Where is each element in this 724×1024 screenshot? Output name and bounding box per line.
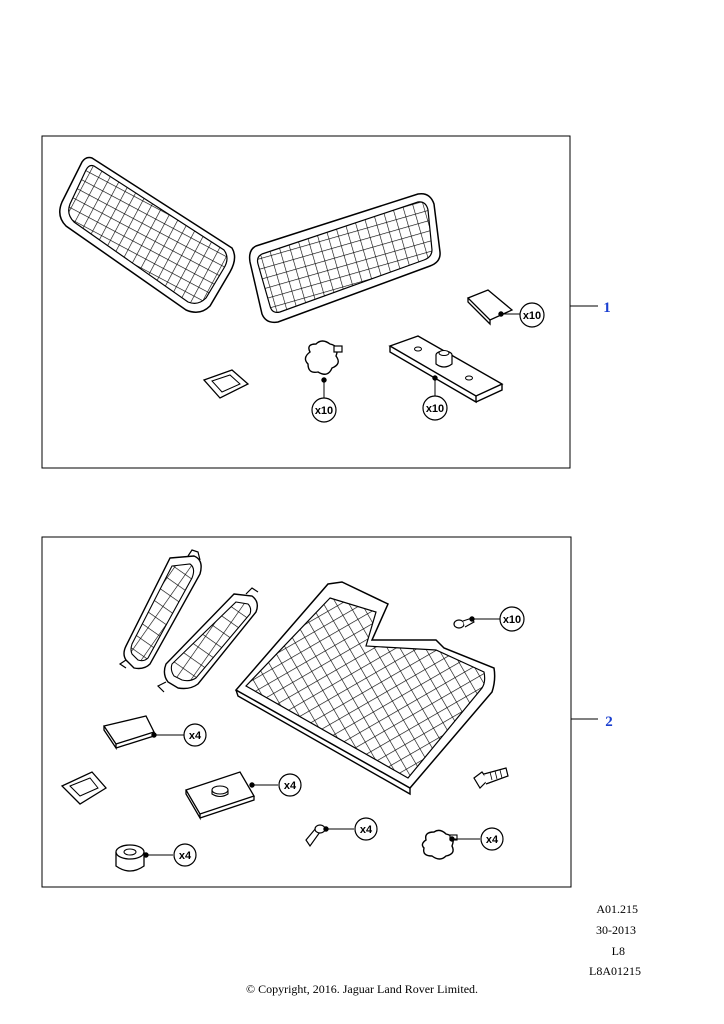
grille-right [248, 192, 441, 324]
svg-text:x4: x4 [360, 824, 373, 836]
screw-small [453, 617, 475, 629]
pad-part [466, 289, 514, 326]
small-grille-left [118, 549, 202, 670]
grille-left [59, 156, 236, 313]
footer-model: L8 [611, 944, 625, 958]
callout-p2-plate: x4 [278, 773, 302, 797]
spacer-part [115, 844, 145, 872]
plate-with-boss [185, 771, 255, 821]
callout-p2-spacer: x4 [173, 843, 197, 867]
gasket-part-2 [60, 771, 107, 805]
leader-lines [321, 305, 598, 398]
ref-link-2[interactable]: 2 [605, 714, 613, 730]
callout-p1-knob: x10 [311, 397, 337, 423]
svg-text:x10: x10 [315, 405, 333, 417]
footer-code: A01.215 [596, 902, 638, 916]
callout-p1-bracket: x10 [422, 395, 448, 421]
panel-2: x10 x4 x4 x4 x4 x4 2 [41, 536, 613, 888]
svg-text:x4: x4 [179, 850, 192, 862]
callout-p2-knob: x4 [480, 827, 504, 851]
large-mat-grille [234, 581, 496, 796]
knob-part-2 [421, 829, 458, 860]
ref-link-1[interactable]: 1 [603, 300, 611, 316]
screw-washer-part [305, 824, 326, 848]
callout-p2-screw: x10 [499, 606, 525, 632]
bolt-part [473, 767, 509, 789]
callout-p1-pad: x10 [519, 302, 545, 328]
small-grille-right [156, 587, 259, 693]
footer-illustration-code: L8A01215 [589, 964, 641, 978]
svg-text:x4: x4 [284, 780, 297, 792]
pad-part-2 [102, 715, 155, 751]
callout-p2-pad: x4 [183, 723, 207, 747]
svg-text:x4: x4 [189, 730, 202, 742]
panel-1: x10 x10 x10 1 [41, 135, 611, 469]
copyright-notice: © Copyright, 2016. Jaguar Land Rover Lim… [245, 982, 479, 996]
svg-text:x4: x4 [486, 834, 499, 846]
gasket-part [202, 369, 250, 399]
footer-date: 30-2013 [596, 923, 636, 937]
svg-text:x10: x10 [426, 403, 444, 415]
svg-text:x10: x10 [503, 614, 521, 626]
svg-text:x10: x10 [523, 310, 541, 322]
leader-lines-2 [143, 616, 598, 858]
knob-part [304, 340, 343, 375]
callout-p2-screw-washer: x4 [354, 817, 378, 841]
bracket-plate [388, 335, 504, 404]
